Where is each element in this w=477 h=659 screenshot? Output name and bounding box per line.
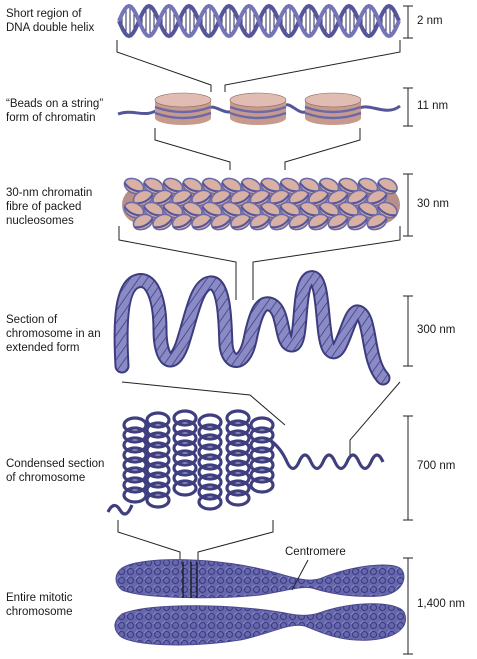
dna-double-helix bbox=[117, 3, 401, 39]
stage-label-mitotic-chromosome: Entire mitotic chromosome bbox=[6, 592, 73, 618]
sister-chromatid-upper bbox=[115, 559, 405, 599]
scale-bar-2nm bbox=[403, 5, 413, 39]
packed-nucleosome bbox=[171, 213, 193, 231]
beads-on-string bbox=[117, 92, 401, 125]
packed-nucleosome bbox=[210, 213, 232, 231]
30nm-chromatin-fibre bbox=[122, 177, 400, 231]
coiled-chromatin-strand bbox=[106, 409, 385, 516]
scale-bar-30nm bbox=[403, 173, 413, 237]
packed-nucleosome bbox=[152, 213, 173, 231]
helix-strand-b bbox=[117, 3, 401, 39]
packed-nucleosome bbox=[377, 201, 398, 219]
scale-bars bbox=[403, 5, 413, 655]
packed-nucleosome bbox=[191, 213, 212, 231]
size-label-30nm-fibre: 30 nm bbox=[417, 198, 449, 210]
nucleosome-bead bbox=[154, 92, 212, 125]
packed-nucleosome bbox=[132, 213, 154, 231]
connector-lines-1 bbox=[116, 40, 401, 92]
packed-nucleosome bbox=[269, 213, 290, 231]
stage-label-condensed-section: Condensed section of chromosome bbox=[6, 458, 105, 484]
stage-label-extended-chromosome: Section of chromosome in an extended for… bbox=[6, 314, 101, 354]
stage-label-dna-helix: Short region of DNA double helix bbox=[6, 8, 95, 34]
connector-lines-3 bbox=[118, 226, 401, 300]
nucleosome-bead bbox=[229, 92, 287, 125]
packed-nucleosome bbox=[249, 213, 271, 231]
sister-chromatid-lower bbox=[114, 603, 406, 646]
packed-nucleosome bbox=[347, 213, 368, 231]
packed-nucleosome bbox=[230, 213, 251, 231]
packed-nucleosome bbox=[288, 213, 310, 231]
scale-bar-700nm bbox=[403, 415, 413, 521]
connector-lines-2 bbox=[154, 128, 361, 170]
scale-bar-1400nm bbox=[403, 557, 413, 655]
scale-bar-300nm bbox=[403, 295, 413, 367]
linker-dna bbox=[117, 103, 401, 116]
condensed-chromatin-coils bbox=[106, 409, 385, 516]
size-label-extended-chromosome: 300 nm bbox=[417, 324, 456, 336]
size-label-beads-on-string: 11 nm bbox=[417, 100, 449, 112]
stage-label-30nm-fibre: 30-nm chromatin fibre of packed nucleoso… bbox=[6, 187, 93, 227]
size-label-mitotic-chromosome: 1,400 nm bbox=[417, 598, 465, 610]
packed-nucleosome bbox=[308, 213, 329, 231]
centromere-pointer bbox=[291, 559, 309, 591]
packed-nucleosome bbox=[366, 213, 388, 231]
nucleosome-bead bbox=[304, 92, 362, 125]
size-label-condensed-section: 700 nm bbox=[417, 460, 456, 472]
section-marker-lines bbox=[182, 562, 198, 598]
extended-chromatin-loops-texture bbox=[115, 272, 389, 384]
packed-nucleosome bbox=[279, 177, 301, 195]
size-label-dna-helix: 2 nm bbox=[417, 15, 443, 27]
packed-nucleosome bbox=[377, 177, 398, 195]
mitotic-chromosome bbox=[114, 559, 406, 646]
connector-lines-4 bbox=[121, 381, 401, 455]
scale-bar-11nm bbox=[403, 87, 413, 127]
centromere-label: Centromere bbox=[285, 546, 346, 558]
stage-label-beads-on-string: “Beads on a string” form of chromatin bbox=[6, 98, 104, 124]
packed-nucleosome bbox=[327, 213, 349, 231]
